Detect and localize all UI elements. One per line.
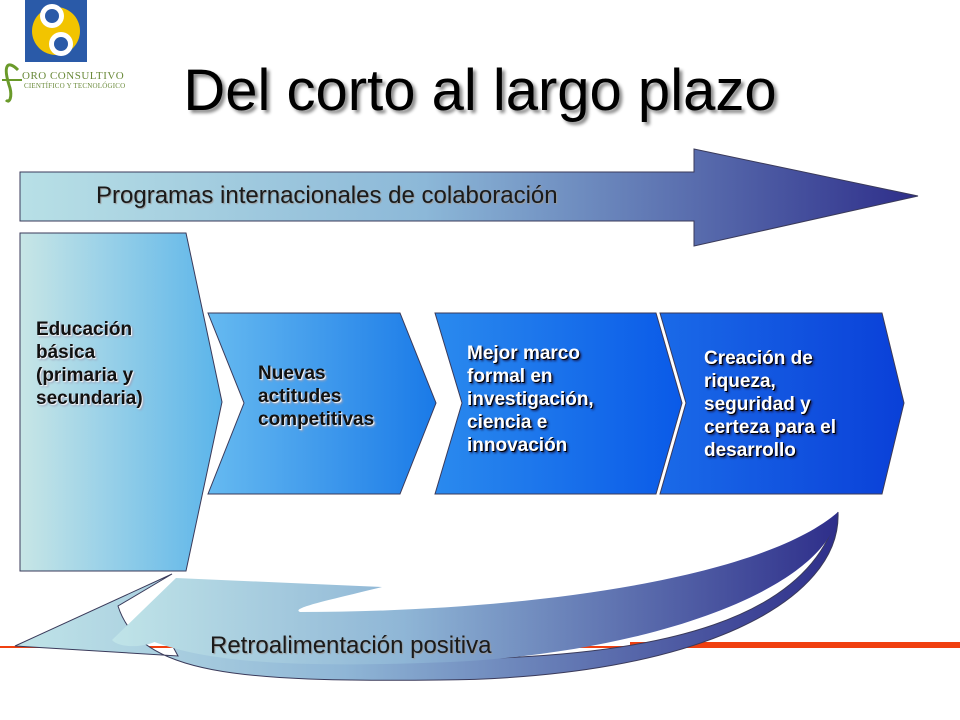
step-label-1: Educación básica (primaria y secundaria) [36, 319, 143, 409]
top-arrow [19, 148, 919, 247]
step-shape-3 [434, 312, 683, 495]
logo-line-2: CIENTÍFICO Y TECNOLÓGICO [24, 82, 126, 90]
page-title: Del corto al largo plazo [183, 58, 777, 123]
feedback-arrow [14, 511, 839, 681]
logo-mark [2, 0, 87, 103]
top-arrow-label: Programas internacionales de colaboració… [96, 182, 558, 209]
step-shape-2 [207, 312, 437, 495]
feedback-arrow-body [112, 512, 838, 665]
step-label-3: Mejor marco formal en investigación, cie… [467, 343, 594, 456]
step-shape-1 [19, 232, 223, 572]
feedback-arrow-label: Retroalimentación positiva [210, 632, 492, 659]
step-label-4: Creación de riqueza, seguridad y certeza… [704, 348, 837, 461]
logo-line-1: ORO CONSULTIVO [22, 70, 125, 82]
accent-line-right [630, 642, 960, 648]
step-label-2: Nuevas actitudes competitivas [258, 363, 375, 430]
step-shape-4 [659, 312, 905, 495]
